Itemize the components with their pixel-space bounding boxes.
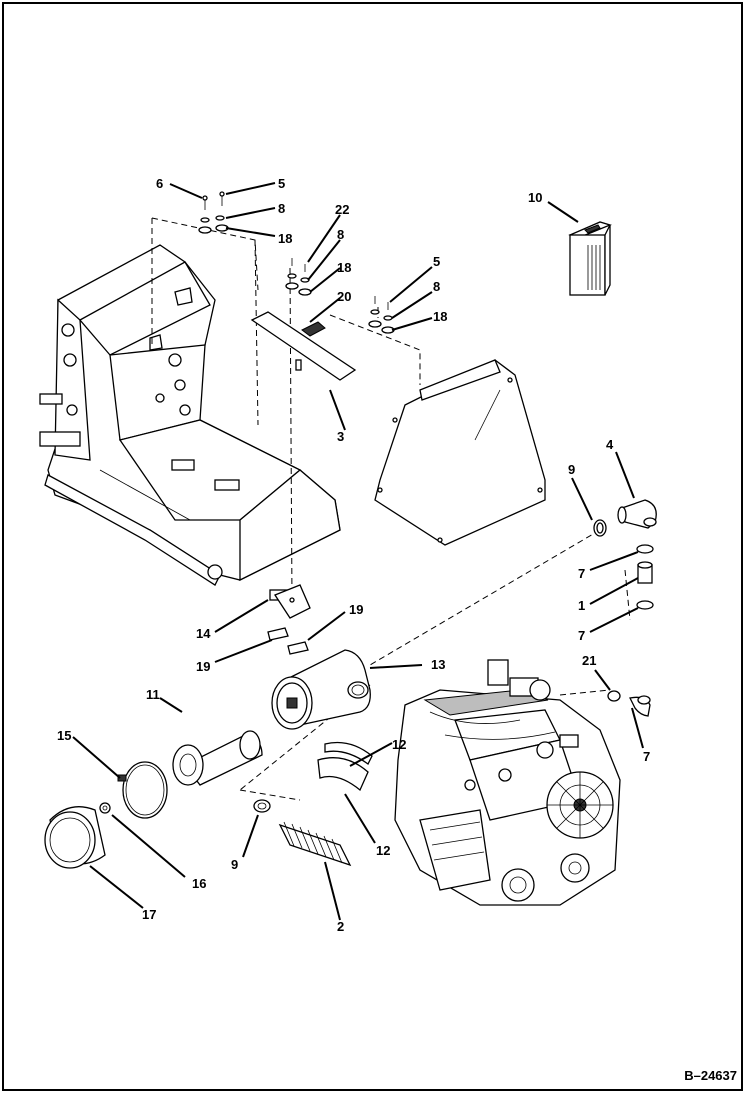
clamp-ring-a [636, 544, 654, 554]
callout-8: 8 [433, 279, 440, 294]
dust-cap [44, 806, 106, 869]
engine-assembly [394, 659, 621, 906]
callout-10: 10 [528, 190, 542, 205]
chassis-frame [39, 244, 341, 601]
callout-20: 20 [337, 289, 351, 304]
callout-11: 11 [146, 687, 160, 702]
callout-19: 19 [349, 602, 363, 617]
figure-id: B–24637 [684, 1068, 737, 1083]
callout-8: 8 [337, 227, 344, 242]
hose-sleeve [637, 561, 653, 584]
callout-12: 12 [392, 737, 406, 752]
elbow-lower [607, 690, 651, 717]
band-clamp [117, 761, 168, 819]
filter-box [568, 221, 612, 296]
assembly-lines [151, 217, 631, 801]
callout-8: 8 [278, 201, 285, 216]
hose-clamp-lower [253, 799, 271, 813]
mount-bracket [274, 584, 311, 619]
callout-6: 6 [156, 176, 163, 191]
leader-lines [72, 182, 644, 921]
callout-5: 5 [433, 254, 440, 269]
shroud-panel [374, 359, 546, 546]
elbow-hose [617, 499, 657, 529]
callout-5: 5 [278, 176, 285, 191]
callout-7: 7 [578, 628, 585, 643]
callout-14: 14 [196, 626, 211, 641]
callout-9: 9 [568, 462, 575, 477]
callout-19: 19 [196, 659, 210, 674]
callout-9: 9 [231, 857, 238, 872]
callout-21: 21 [582, 653, 596, 668]
callout-16: 16 [192, 876, 206, 891]
bracket-plate [250, 311, 357, 381]
callout-1: 1 [578, 598, 585, 613]
callout-15: 15 [57, 728, 71, 743]
callout-12: 12 [376, 843, 390, 858]
callout-7: 7 [643, 749, 650, 764]
clamp-ring-b [636, 600, 654, 610]
coil-spring [278, 821, 352, 867]
air-cleaner-housing [271, 649, 371, 730]
callout-3: 3 [337, 429, 344, 444]
callout-7: 7 [578, 566, 585, 581]
callout-17: 17 [142, 907, 156, 922]
hardware-stack-top-left [198, 191, 229, 234]
hose-clamp-upper [593, 519, 607, 537]
mounting-straps [317, 741, 373, 792]
callout-13: 13 [431, 657, 445, 672]
filter-element [172, 730, 263, 786]
callout-4: 4 [606, 437, 614, 452]
callout-18: 18 [433, 309, 447, 324]
hardware-stack-top-middle [285, 258, 312, 296]
callout-22: 22 [335, 202, 349, 217]
callout-18: 18 [337, 260, 351, 275]
callout-18: 18 [278, 231, 292, 246]
callout-labels: 6 5 8 18 22 8 18 20 3 5 8 18 10 9 4 7 1 … [57, 176, 650, 934]
callout-2: 2 [337, 919, 344, 934]
hardware-stack-right [368, 296, 395, 334]
clamp-nut [99, 802, 111, 814]
rubber-pads [267, 627, 309, 655]
